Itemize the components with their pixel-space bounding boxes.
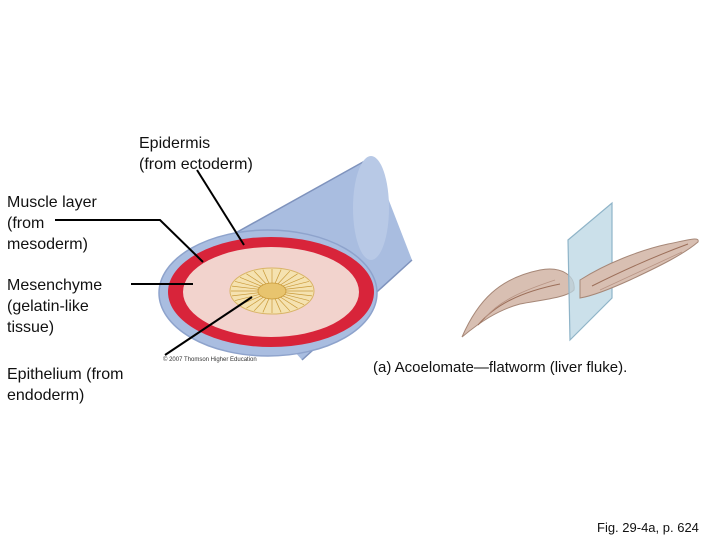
epithelium-spoke <box>274 269 282 284</box>
epithelium-spoke <box>282 276 305 287</box>
epithelium-spoke <box>262 298 270 313</box>
epithelium-spoke <box>277 270 291 285</box>
epithelium-spoke <box>253 270 267 285</box>
leader-epithelium <box>164 296 253 356</box>
leader-lines <box>55 169 253 356</box>
epithelium-spoke <box>246 273 264 286</box>
figure-caption: (a) Acoelomate—flatworm (liver fluke). <box>373 359 628 376</box>
label-mesenchyme: Mesenchyme (gelatin-like tissue) <box>7 277 103 336</box>
epithelium-spoke <box>274 298 282 313</box>
copyright-notice: © 2007 Thomson Higher Education <box>163 357 257 363</box>
epithelium-spoke <box>234 294 260 301</box>
epithelium-spoke <box>234 281 260 288</box>
label-epithelium: Epithelium (from endoderm) <box>7 366 124 404</box>
epithelium-spoke <box>231 292 259 297</box>
worm-front-half <box>579 238 699 299</box>
epithelium-spoke <box>282 295 305 306</box>
leader-epidermis <box>196 169 245 246</box>
epithelium-spoke <box>239 276 262 287</box>
epithelium-spoke <box>246 296 264 309</box>
epithelium-spoke <box>280 273 298 286</box>
epithelium-spoke <box>285 292 313 297</box>
epithelium-spoke <box>262 269 270 284</box>
epithelium-spoke <box>253 297 267 312</box>
label-muscle-layer: Muscle layer (from mesoderm) <box>7 194 97 253</box>
epithelium-spoke <box>231 285 259 290</box>
gut-lumen <box>257 282 287 300</box>
label-epidermis: Epidermis (from ectoderm) <box>139 135 253 173</box>
flatworm-illustration <box>461 201 699 342</box>
leader-muscle <box>55 219 204 263</box>
epithelium-spoke <box>285 285 313 290</box>
figure-reference: Fig. 29-4a, p. 624 <box>597 520 699 535</box>
epithelium-spoke <box>277 297 291 312</box>
epithelium-spoke <box>280 296 298 309</box>
epithelium-spoke <box>284 281 310 288</box>
glass-plane <box>567 201 613 342</box>
worm-back-half <box>461 268 575 338</box>
epithelium-spoke <box>284 294 310 301</box>
